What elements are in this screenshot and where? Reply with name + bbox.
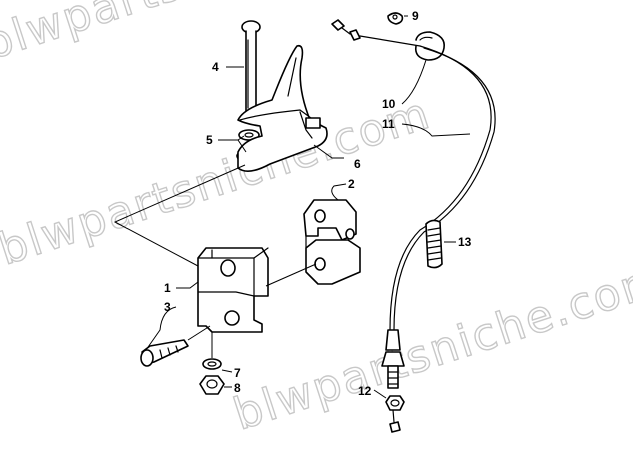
part-11-cable — [331, 19, 496, 433]
callout-5: 5 — [206, 133, 213, 147]
part-12-nut — [385, 395, 405, 411]
assembly-line-block-to-clamp — [265, 263, 317, 287]
callout-13: 13 — [458, 235, 472, 249]
part-4-bolt — [241, 20, 261, 116]
callout-10: 10 — [382, 97, 396, 111]
watermark-text-bottom: blwpartsniche.com — [228, 253, 633, 441]
callout-12: 12 — [358, 384, 372, 398]
callout-4: 4 — [212, 60, 219, 74]
part-8-nut — [199, 375, 225, 395]
callout-8: 8 — [234, 381, 241, 395]
part-2-clamp — [303, 199, 361, 285]
callout-11: 11 — [382, 117, 395, 131]
leader-lines — [113, 15, 471, 399]
callout-9: 9 — [412, 9, 419, 23]
callout-labels: 4 5 6 2 1 3 7 8 12 9 10 11 13 — [164, 9, 472, 398]
part-6-lever-bracket — [237, 44, 328, 172]
part-3-cap-screw — [140, 339, 189, 367]
assembly-line-screw-to-block — [187, 325, 211, 341]
callout-7: 7 — [234, 366, 241, 380]
callout-3: 3 — [164, 300, 171, 314]
callout-1: 1 — [164, 281, 171, 295]
callout-2: 2 — [348, 177, 355, 191]
callout-6: 6 — [354, 157, 361, 171]
part-9-clip — [387, 12, 404, 25]
assembly-line-lever-to-block — [113, 164, 246, 267]
part-7-washer — [202, 358, 222, 370]
part-1-block — [197, 247, 269, 333]
part-13-spring — [425, 219, 443, 269]
